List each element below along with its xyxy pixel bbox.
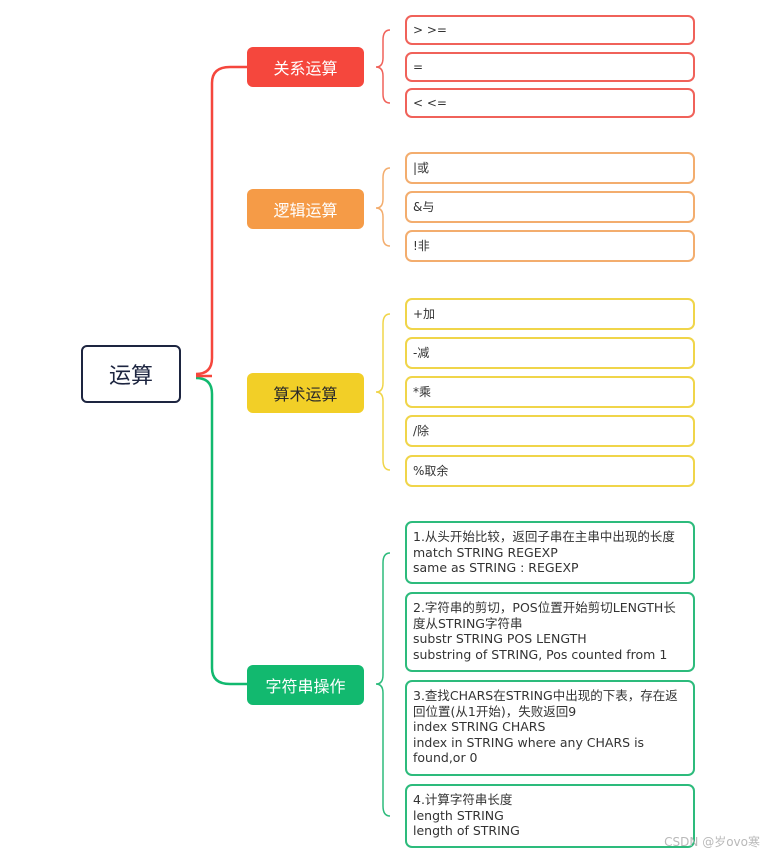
root-node[interactable]: 运算	[81, 345, 181, 403]
leaf-line: match STRING REGEXP	[413, 544, 558, 560]
leaf-label: +加	[413, 307, 436, 321]
leaf-label: < <=	[413, 96, 447, 110]
leaf-line: 2.字符串的剪切，POS位置开始剪切LENGTH长	[413, 600, 676, 615]
leaf-line: substr STRING POS LENGTH	[413, 631, 587, 646]
leaf-arith-mul[interactable]: *乘	[405, 376, 695, 408]
leaf-line: 3.查找CHARS在STRING中出现的下表，存在返	[413, 688, 678, 703]
leaf-arith-sub[interactable]: -减	[405, 337, 695, 369]
leaf-string-substr[interactable]: 2.字符串的剪切，POS位置开始剪切LENGTH长 度从STRING字符串 su…	[405, 592, 695, 672]
leaf-line: found,or 0	[413, 750, 478, 765]
leaf-string-match[interactable]: 1.从头开始比较，返回子串在主串中出现的长度 match STRING REGE…	[405, 521, 695, 584]
leaf-relation-gt[interactable]: > >=	[405, 15, 695, 45]
leaf-line: same as STRING : REGEXP	[413, 560, 579, 575]
bracket-string	[375, 552, 391, 817]
leaf-relation-eq[interactable]: =	[405, 52, 695, 82]
leaf-logic-not[interactable]: !非	[405, 230, 695, 262]
leaf-label: |或	[413, 161, 430, 175]
bracket-relation	[375, 29, 391, 104]
leaf-label: *乘	[413, 385, 432, 399]
leaf-line: 1.从头开始比较，返回子串在主串中出现的长度	[413, 529, 675, 544]
leaf-string-length[interactable]: 4.计算字符串长度 length STRING length of STRING	[405, 784, 695, 848]
connector-string	[195, 376, 247, 686]
connector-relation	[195, 65, 247, 376]
leaf-line: length of STRING	[413, 823, 520, 838]
leaf-label: =	[413, 60, 424, 74]
bracket-arith	[375, 313, 391, 471]
leaf-label: /除	[413, 424, 430, 438]
leaf-line: index in STRING where any CHARS is	[413, 734, 645, 750]
leaf-label: !非	[413, 239, 430, 253]
leaf-label: -减	[413, 346, 430, 360]
leaf-relation-lt[interactable]: < <=	[405, 88, 695, 118]
leaf-line: 4.计算字符串长度	[413, 792, 513, 807]
branch-relation[interactable]: 关系运算	[247, 47, 364, 87]
branch-arith[interactable]: 算术运算	[247, 373, 364, 413]
leaf-line: substring of STRING, Pos counted from 1	[413, 646, 668, 662]
leaf-label: &与	[413, 200, 435, 214]
watermark: CSDN @岁ovo寒	[664, 835, 760, 849]
leaf-line: 回位置(从1开始)，失败返回9	[413, 703, 577, 719]
leaf-string-index[interactable]: 3.查找CHARS在STRING中出现的下表，存在返 回位置(从1开始)，失败返…	[405, 680, 695, 776]
leaf-line: 度从STRING字符串	[413, 615, 523, 631]
bracket-logic	[375, 167, 391, 247]
leaf-arith-mod[interactable]: %取余	[405, 455, 695, 487]
leaf-logic-or[interactable]: |或	[405, 152, 695, 184]
leaf-label: > >=	[413, 23, 447, 37]
branch-logic[interactable]: 逻辑运算	[247, 189, 364, 229]
branch-string[interactable]: 字符串操作	[247, 665, 364, 705]
leaf-line: index STRING CHARS	[413, 719, 546, 734]
leaf-arith-add[interactable]: +加	[405, 298, 695, 330]
leaf-line: length STRING	[413, 807, 504, 823]
leaf-arith-div[interactable]: /除	[405, 415, 695, 447]
leaf-logic-and[interactable]: &与	[405, 191, 695, 223]
leaf-label: %取余	[413, 464, 449, 478]
